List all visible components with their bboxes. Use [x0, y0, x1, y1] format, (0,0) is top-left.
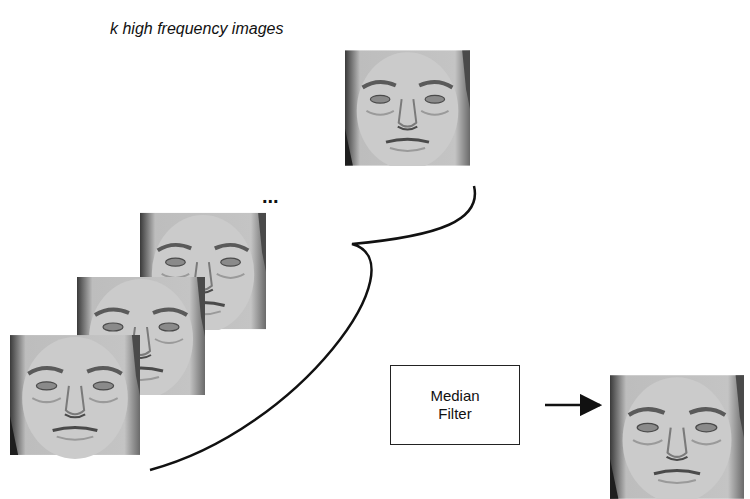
face-image	[10, 335, 140, 459]
face-image	[610, 375, 744, 499]
ellipsis-label: ...	[262, 186, 279, 206]
box-label: Median Filter	[423, 387, 487, 423]
face-image	[345, 50, 470, 169]
diagram-title: k high frequency images	[110, 20, 283, 38]
output-arrow	[545, 404, 600, 407]
process-box: Median Filter	[390, 365, 520, 445]
